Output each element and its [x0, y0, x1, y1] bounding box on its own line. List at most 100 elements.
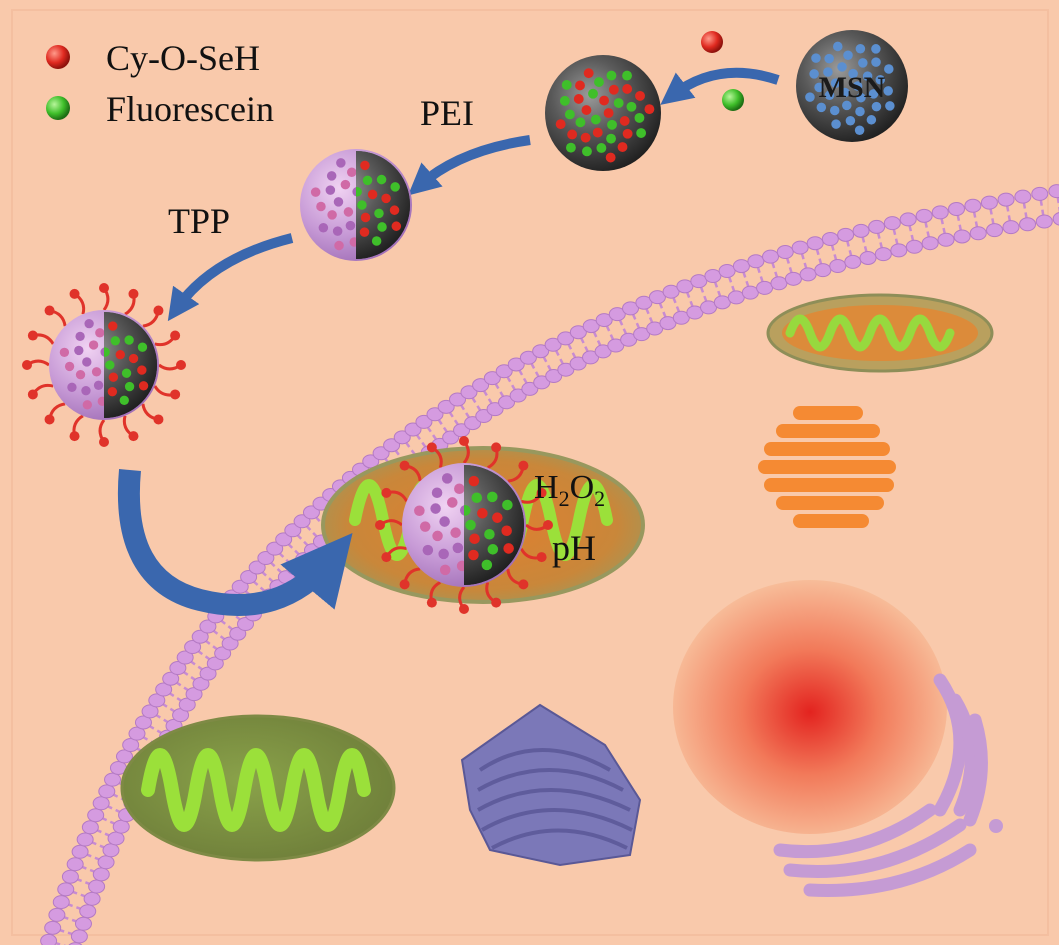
lipid-head	[519, 350, 537, 365]
cargo-dot	[809, 69, 819, 79]
lipid-head	[997, 192, 1015, 207]
lipid-head	[191, 629, 209, 644]
cargo-dot	[871, 44, 881, 54]
lipid-head	[92, 867, 110, 882]
lipid-head	[569, 356, 587, 371]
lipid-head	[1031, 186, 1049, 201]
lipid-head	[1019, 217, 1037, 232]
vesicle	[989, 819, 1003, 833]
lipid-head	[569, 325, 587, 340]
cargo-dot	[866, 115, 877, 125]
msn-particle: MSN	[796, 30, 908, 142]
tpp-ligand-head	[518, 460, 529, 471]
lipid-head	[61, 869, 79, 884]
lipid-head	[57, 882, 75, 897]
lipid-head	[635, 295, 653, 310]
cargo-dot	[82, 357, 92, 367]
lipid-head	[770, 276, 788, 291]
cargo-dot	[469, 533, 480, 545]
cargo-dot	[471, 492, 483, 504]
lipid-head	[821, 231, 839, 246]
tpp-ligand-head	[128, 431, 139, 442]
cargo-dot	[108, 372, 119, 382]
lipid-head	[806, 236, 824, 251]
cargo-dot	[481, 559, 493, 571]
lipid-head	[521, 381, 539, 396]
cargo-dot	[390, 182, 400, 192]
cargo-dot	[636, 128, 647, 138]
tpp-ligand-head	[153, 414, 164, 425]
cargo-dot	[441, 473, 453, 484]
cargo-dot	[325, 185, 336, 195]
cargo-dot	[842, 100, 852, 111]
cargo-dot	[575, 80, 585, 91]
mitochondrion-top-right	[766, 293, 994, 373]
tpp-ligand-head	[543, 520, 553, 530]
cargo-dot	[573, 94, 584, 104]
free-red-dot	[701, 31, 723, 53]
lipid-head	[852, 223, 870, 238]
lipid-head	[594, 344, 612, 359]
cargo-dot	[82, 400, 93, 410]
lipid-head	[87, 808, 105, 823]
pei-coated-particle	[300, 149, 412, 261]
cargo-dot	[502, 499, 513, 511]
tpp-ligand-head	[381, 487, 392, 498]
lipid-head	[362, 454, 380, 469]
lipid-head	[533, 375, 551, 390]
cargo-dot	[468, 549, 479, 561]
cargo-dot	[613, 98, 624, 108]
lipid-head	[986, 223, 1004, 238]
cargo-dot	[852, 81, 863, 91]
h2o2-h: H	[534, 469, 559, 506]
cargo-dot	[115, 349, 125, 360]
cargo-dot	[367, 189, 378, 200]
cargo-dot	[110, 336, 120, 346]
lipid-head	[704, 268, 722, 283]
cargo-dot	[439, 516, 450, 527]
lipid-head	[240, 570, 258, 585]
cargo-dot	[622, 70, 632, 81]
h2o2-sub1: 2	[559, 486, 570, 511]
lipid-head	[92, 796, 110, 811]
cargo-dot	[596, 143, 607, 153]
tpp-ligand-head	[99, 283, 109, 293]
lipid-head	[814, 263, 832, 278]
cargo-dot	[477, 508, 488, 519]
cargo-dot	[871, 57, 881, 67]
cargo-dot	[606, 133, 616, 144]
lipid-head	[141, 704, 159, 719]
cargo-dot	[422, 544, 434, 556]
cargo-dot	[605, 152, 616, 163]
lipid-head	[176, 650, 194, 665]
cargo-dot	[606, 70, 617, 81]
lipid-head	[460, 385, 478, 400]
cargo-dot	[580, 132, 591, 143]
lipid-head	[582, 350, 600, 365]
lipid-head	[383, 438, 401, 453]
mitochondrion-bottom-left	[120, 714, 396, 862]
lipid-head	[557, 362, 575, 377]
cargo-dot	[484, 529, 495, 540]
cargo-dot	[67, 382, 77, 392]
cargo-dot	[360, 212, 371, 223]
cargo-dot	[107, 386, 118, 397]
lipid-head	[964, 198, 982, 213]
tpp-ligand-head	[426, 442, 437, 453]
cargo-dot	[824, 53, 834, 64]
cargo-dot	[360, 160, 370, 171]
lipid-head	[115, 749, 133, 764]
cargo-dot	[862, 71, 873, 81]
cargo-dot	[843, 50, 853, 61]
golgi-apparatus	[758, 406, 896, 528]
lipid-head	[48, 907, 66, 922]
tpp-ligand-head	[459, 604, 469, 614]
lipid-head	[690, 274, 708, 289]
cargo-dot	[837, 62, 847, 72]
tpp-ligand-head	[27, 330, 38, 341]
lipid-head	[40, 933, 58, 945]
cargo-dot	[108, 321, 118, 331]
tpp-ligand-head	[69, 431, 80, 442]
lipid-head	[874, 247, 892, 262]
cargo-dot	[814, 82, 824, 93]
